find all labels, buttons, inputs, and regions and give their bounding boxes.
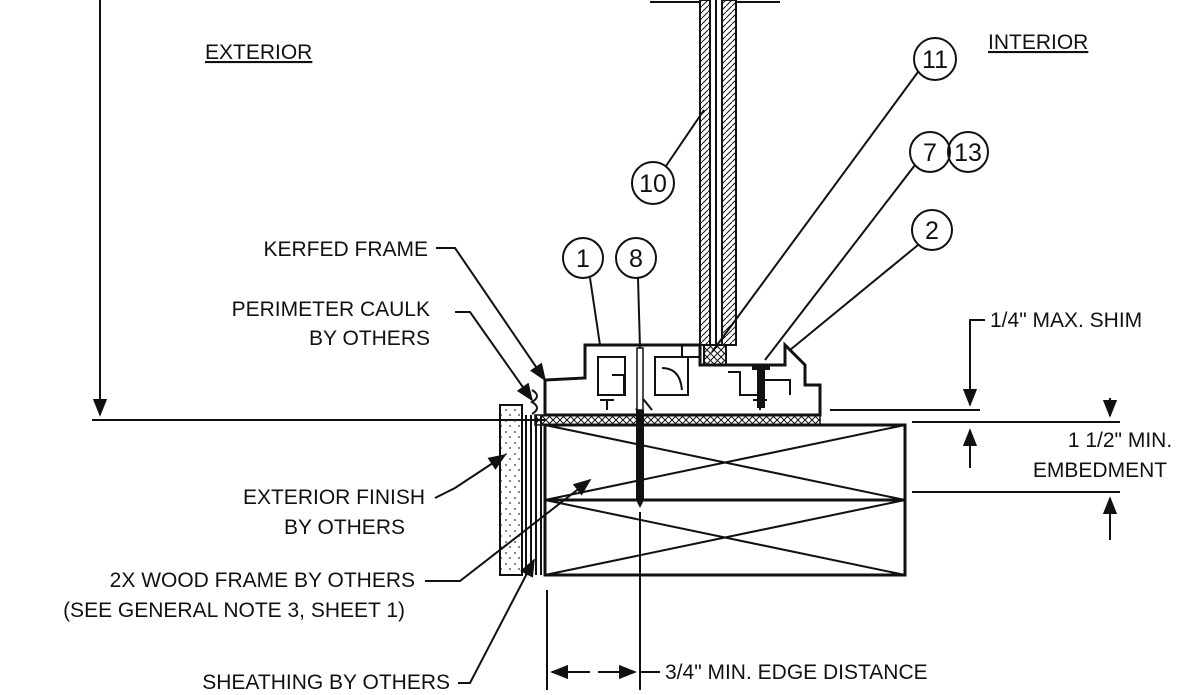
max-shim-label: 1/4" MAX. SHIM [990,309,1142,332]
callout-7-label: 7 [923,139,937,167]
embedment-label-line2: EMBEDMENT [1033,459,1167,482]
perimeter-caulk [530,389,538,415]
edge-distance-label: 3/4" MIN. EDGE DISTANCE [665,661,928,684]
callout-10-label: 10 [639,170,667,198]
callout-7: 7 [764,131,951,361]
sheathing [525,415,542,575]
perimeter-caulk-label-line2: BY OTHERS [309,327,430,350]
glazing-screw-7 [752,366,770,408]
fastener-screw-8 [636,347,644,508]
kerfed-frame-label: KERFED FRAME [263,238,428,261]
perimeter-caulk-leader [455,311,534,402]
embedment-label-line1: 1 1/2" MIN. [1068,429,1172,452]
glazing-unit [650,0,780,366]
wood-frame [543,423,907,577]
wood-frame-leader [425,478,592,582]
callout-11: 11 [711,37,957,353]
exterior-label: EXTERIOR [205,41,312,64]
callout-2: 2 [789,209,953,351]
sheathing-leader [458,558,535,684]
exterior-finish-label-line2: BY OTHERS [284,516,405,539]
interior-label: INTERIOR [988,31,1088,54]
callout-13: 13 [947,131,989,173]
exterior-finish-label-line1: EXTERIOR FINISH [243,486,425,509]
exterior-finish [499,404,523,576]
callout-11-label: 11 [922,46,948,74]
callout-2-label: 2 [925,217,939,245]
callout-1: 1 [562,237,604,346]
kerfed-frame [543,341,822,417]
callout-1-label: 1 [576,245,590,273]
wood-frame-label-line1: 2X WOOD FRAME BY OTHERS [110,569,415,592]
callout-8: 8 [615,237,657,349]
kerfed-frame-leader [436,247,547,382]
callout-8-label: 8 [629,245,643,273]
callout-13-label: 13 [954,139,982,167]
callout-10: 10 [631,109,705,205]
perimeter-caulk-label-line1: PERIMETER CAULK [232,298,430,321]
max-shim-leader [962,319,985,407]
sheathing-label: SHEATHING BY OTHERS [202,671,450,694]
exterior-finish-leader [434,454,507,499]
wood-frame-label-line2: (SEE GENERAL NOTE 3, SHEET 1) [63,599,405,622]
